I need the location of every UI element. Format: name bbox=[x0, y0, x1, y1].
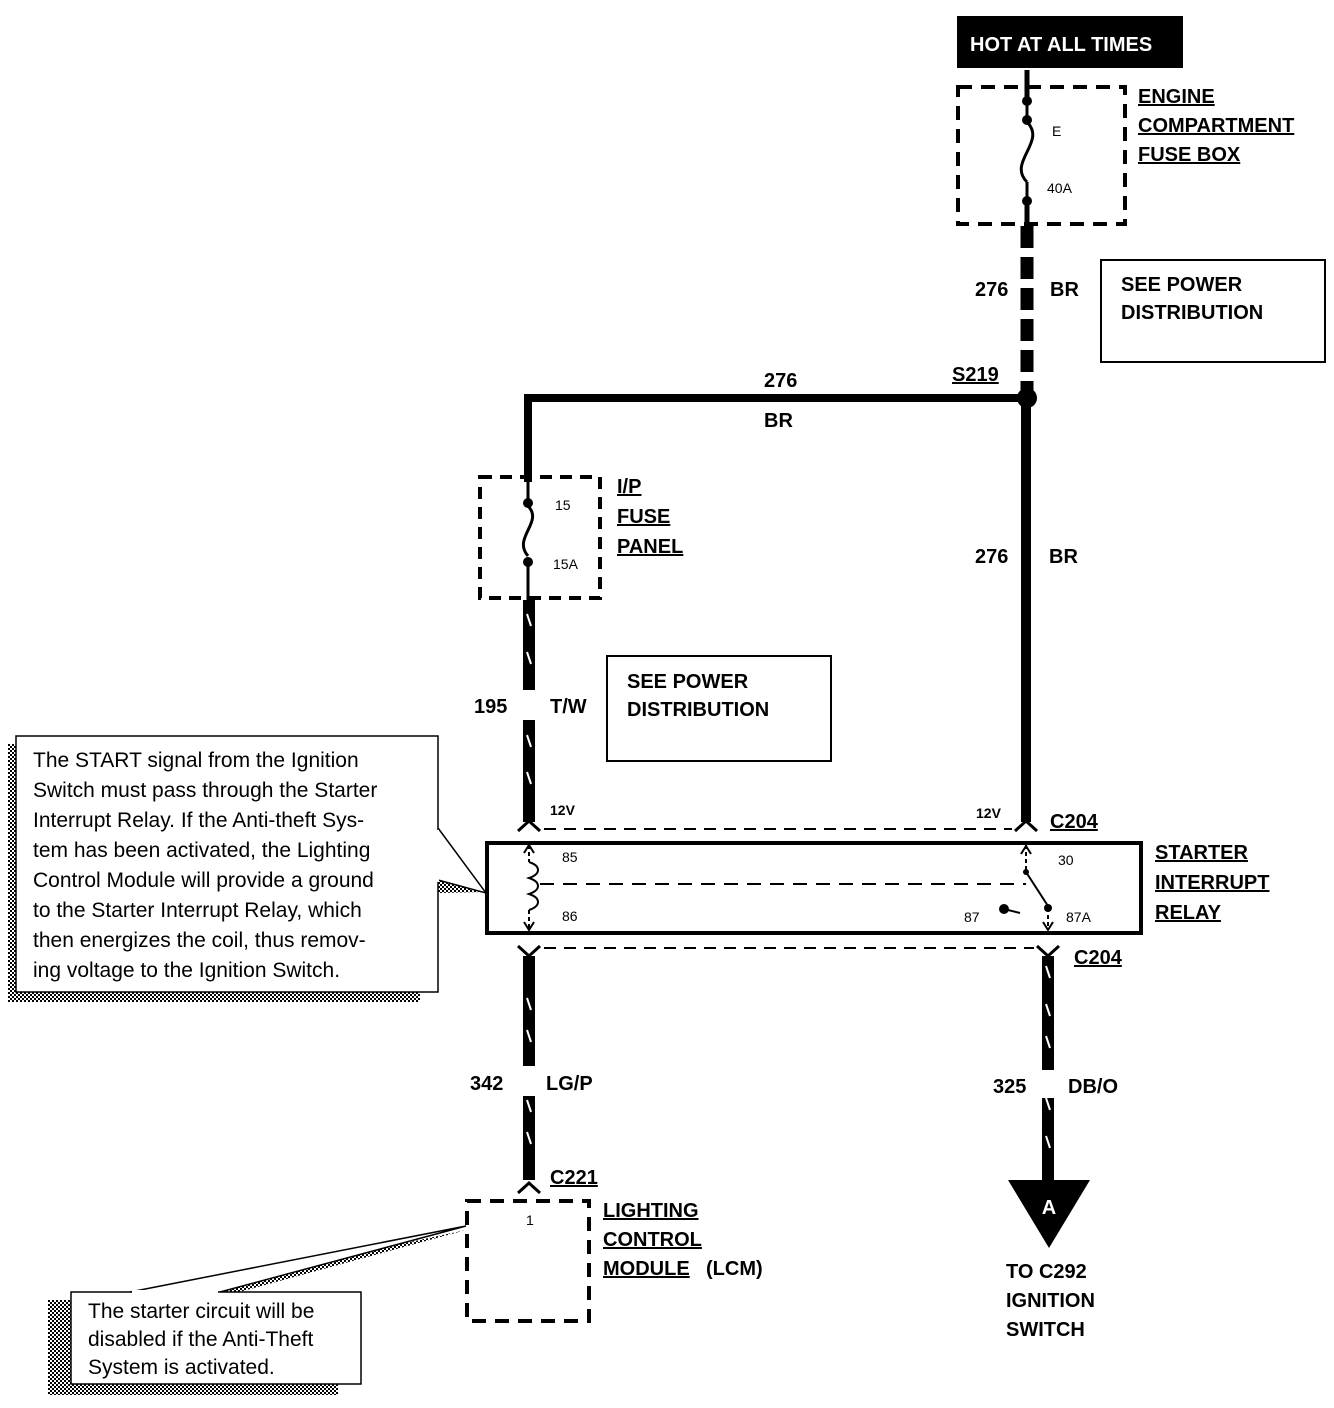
wire-342-color: LG/P bbox=[546, 1073, 593, 1095]
callout-bottom-line-3: System is activated. bbox=[88, 1356, 275, 1379]
engine-fuse-box-label-3: FUSE BOX bbox=[1138, 144, 1241, 166]
relay-pin-87: 87 bbox=[964, 909, 980, 925]
arrow-letter: A bbox=[1042, 1197, 1056, 1219]
wire-276-horizontal-color: BR bbox=[764, 410, 793, 432]
lcm-label-2: CONTROL bbox=[603, 1229, 702, 1251]
hot-at-all-times-banner: HOT AT ALL TIMES bbox=[957, 16, 1183, 68]
relay-pin-87a: 87A bbox=[1066, 909, 1092, 925]
lighting-control-module: 1 bbox=[465, 1199, 591, 1323]
wire-325 bbox=[1037, 956, 1059, 1180]
splice-s219-label: S219 bbox=[952, 364, 999, 386]
callout-bottom-line-2: disabled if the Anti-Theft bbox=[88, 1328, 313, 1351]
wire-342 bbox=[518, 956, 540, 1180]
engine-fuse-box-label-2: COMPARTMENT bbox=[1138, 115, 1294, 137]
engine-fuse-id: E bbox=[1052, 123, 1061, 139]
engine-fuse-rating: 40A bbox=[1047, 180, 1073, 196]
ip-fuse-panel: 15 15A bbox=[478, 475, 602, 600]
relay-pin-30: 30 bbox=[1058, 852, 1074, 868]
see-power-1-line-1: SEE POWER bbox=[1121, 274, 1243, 296]
wire-325-color: DB/O bbox=[1068, 1076, 1118, 1098]
ip-fuse-rating: 15A bbox=[553, 556, 579, 572]
connector-c204-bottom bbox=[516, 944, 1061, 959]
callout-bottom-line-1: The starter circuit will be bbox=[88, 1300, 314, 1323]
callout-top-line-6: to the Starter Interrupt Relay, which bbox=[33, 899, 362, 922]
see-power-2-line-2: DISTRIBUTION bbox=[627, 699, 769, 721]
connector-c221-label: C221 bbox=[550, 1167, 598, 1189]
see-power-distribution-box-2: SEE POWER DISTRIBUTION bbox=[606, 655, 832, 762]
relay-label-3: RELAY bbox=[1155, 902, 1222, 924]
ip-fuse-panel-label-2: FUSE bbox=[617, 506, 670, 528]
wire-276-top-number: 276 bbox=[975, 279, 1008, 301]
wire-276-right-color: BR bbox=[1049, 546, 1078, 568]
connector-c204-top-label: C204 bbox=[1050, 811, 1099, 833]
wire-325-number: 325 bbox=[993, 1076, 1026, 1098]
banner-text: HOT AT ALL TIMES bbox=[970, 34, 1152, 56]
connector-c221 bbox=[516, 1180, 542, 1195]
callout-top: The START signal from the Ignition Switc… bbox=[8, 735, 488, 1002]
connector-c204-top bbox=[516, 818, 1039, 833]
lcm-label-3: MODULE bbox=[603, 1258, 690, 1280]
destination-line-2: IGNITION bbox=[1006, 1290, 1095, 1312]
see-power-2-line-1: SEE POWER bbox=[627, 671, 749, 693]
lcm-suffix: (LCM) bbox=[706, 1258, 763, 1280]
callout-top-line-8: ing voltage to the Ignition Switch. bbox=[33, 959, 340, 982]
callout-top-line-1: The START signal from the Ignition bbox=[33, 749, 359, 772]
wire-276-right-number: 276 bbox=[975, 546, 1008, 568]
relay-label-1: STARTER bbox=[1155, 842, 1249, 864]
starter-interrupt-relay: 85 86 30 87 87A bbox=[485, 841, 1143, 935]
lcm-label-1: LIGHTING bbox=[603, 1200, 699, 1222]
destination-line-1: TO C292 bbox=[1006, 1261, 1087, 1283]
wire-342-number: 342 bbox=[470, 1073, 503, 1095]
engine-fuse-box: E 40A bbox=[956, 70, 1127, 226]
relay-pin-85: 85 bbox=[562, 849, 578, 865]
voltage-right: 12V bbox=[976, 805, 1002, 821]
ip-fuse-panel-label-3: PANEL bbox=[617, 536, 683, 558]
relay-label-2: INTERRUPT bbox=[1155, 872, 1269, 894]
wire-195-number: 195 bbox=[474, 696, 507, 718]
callout-top-line-2: Switch must pass through the Starter bbox=[33, 779, 377, 802]
wire-195 bbox=[518, 600, 540, 822]
ip-fuse-panel-label-1: I/P bbox=[617, 476, 641, 498]
see-power-distribution-box-1: SEE POWER DISTRIBUTION bbox=[1100, 259, 1326, 363]
callout-bottom: The starter circuit will be disabled if … bbox=[48, 1225, 467, 1395]
engine-fuse-box-label-1: ENGINE bbox=[1138, 86, 1215, 108]
wire-276-top-color: BR bbox=[1050, 279, 1079, 301]
connector-c204-bottom-label: C204 bbox=[1074, 947, 1123, 969]
see-power-1-line-2: DISTRIBUTION bbox=[1121, 302, 1263, 324]
callout-top-line-5: Control Module will provide a ground bbox=[33, 869, 374, 892]
lcm-pin: 1 bbox=[526, 1212, 534, 1228]
wire-276-horizontal-number: 276 bbox=[764, 370, 797, 392]
arrow-a: A bbox=[1008, 1180, 1090, 1248]
wire-195-color: T/W bbox=[550, 696, 587, 718]
destination-line-3: SWITCH bbox=[1006, 1319, 1085, 1341]
callout-top-line-7: then energizes the coil, thus remov- bbox=[33, 929, 366, 952]
voltage-left: 12V bbox=[550, 802, 576, 818]
relay-pin-86: 86 bbox=[562, 908, 578, 924]
callout-top-line-3: Interrupt Relay. If the Anti-theft Sys- bbox=[33, 809, 364, 832]
ip-fuse-id: 15 bbox=[555, 497, 571, 513]
callout-top-line-4: tem has been activated, the Lighting bbox=[33, 839, 370, 862]
